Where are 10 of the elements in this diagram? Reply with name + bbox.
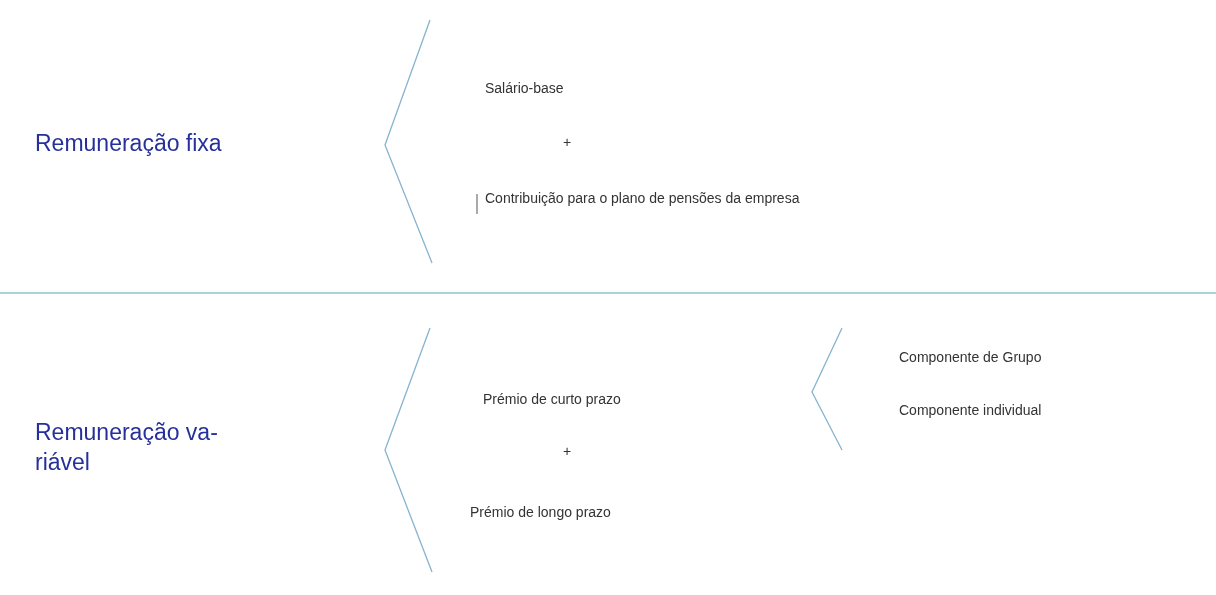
plus-sign: + [563, 442, 572, 460]
heading: Remuneração va- riável [35, 418, 219, 477]
text: Salário-base [485, 79, 564, 97]
text: Prémio de curto prazo [483, 390, 621, 408]
plus-sign: + [563, 133, 572, 151]
heading: Remuneração fixa [35, 129, 223, 158]
text: Contribuição para o plano de pensões da empresa [485, 189, 800, 207]
text: Componente individual [899, 401, 1042, 419]
text: Componente de Grupo [899, 348, 1042, 366]
text: Prémio de longo prazo [470, 503, 611, 521]
